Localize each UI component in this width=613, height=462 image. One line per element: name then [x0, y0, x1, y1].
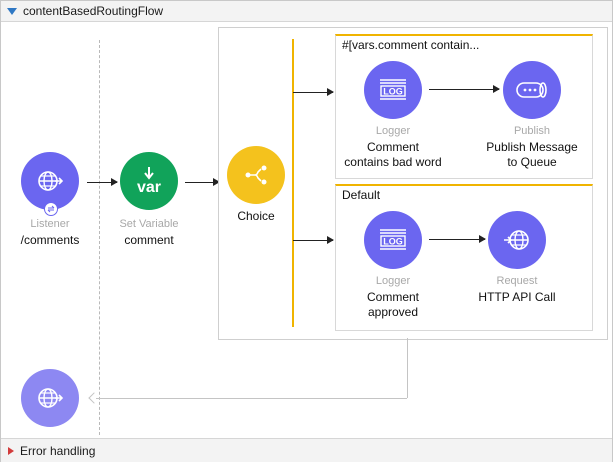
request-node[interactable]	[488, 211, 546, 269]
route-when[interactable]: #[vars.comment contain... LOG Logger Com…	[335, 34, 593, 179]
logger-node-1[interactable]: LOG	[364, 61, 422, 119]
expand-triangle-icon[interactable]	[8, 446, 14, 455]
logger-2-name-line2: approved	[367, 305, 419, 319]
logger-1-name-line1: Comment	[366, 140, 419, 154]
set-variable-node[interactable]: var	[120, 152, 178, 210]
publish-node[interactable]	[503, 61, 561, 119]
queue-icon	[516, 82, 547, 98]
route-arrow-when	[293, 88, 334, 96]
connector-arrow	[185, 178, 220, 186]
globe-icon	[504, 230, 529, 250]
source-badge-icon	[44, 202, 58, 216]
globe-icon	[38, 171, 64, 191]
listener-type: Listener	[30, 218, 70, 230]
logger-2-type: Logger	[375, 275, 411, 287]
connector-arrow	[87, 178, 118, 186]
route-default-label: Default	[342, 188, 381, 202]
response-node[interactable]	[21, 369, 79, 427]
flow-title: contentBasedRoutingFlow	[23, 4, 164, 18]
logger-1-name-line2: contains bad word	[344, 155, 442, 169]
connector-arrow	[429, 235, 486, 243]
choice-scope: Choice #[vars.comment contain... LOG Log…	[218, 27, 608, 340]
route-arrow-default	[293, 236, 334, 244]
error-handling-label: Error handling	[20, 443, 96, 458]
collapse-triangle-icon[interactable]	[7, 7, 17, 15]
choice-node[interactable]	[227, 146, 285, 204]
route-default[interactable]: Default LOG Logger Comment approved	[335, 184, 593, 331]
request-type: Request	[496, 275, 538, 287]
flow-canvas: Listener /comments var Set Variable comm…	[1, 22, 612, 437]
flow-header[interactable]: contentBasedRoutingFlow	[1, 1, 612, 22]
connector-arrow	[429, 85, 500, 93]
response-line	[96, 398, 407, 399]
set-variable-icon: var	[137, 166, 161, 196]
choice-rail	[292, 39, 294, 327]
svg-text:LOG: LOG	[383, 237, 403, 247]
logger-2-name-line1: Comment	[366, 290, 419, 304]
branch-icon	[245, 165, 267, 185]
svg-text:LOG: LOG	[383, 87, 403, 97]
choice-label: Choice	[237, 209, 275, 223]
publish-name-line1: Publish Message	[486, 140, 578, 154]
error-handling-bar[interactable]: Error handling	[1, 438, 612, 462]
publish-name-line2: to Queue	[507, 155, 557, 169]
publish-type: Publish	[513, 125, 551, 137]
globe-icon	[38, 388, 64, 408]
log-icon: LOG	[380, 79, 406, 100]
source-divider	[99, 40, 100, 435]
logger-node-2[interactable]: LOG	[364, 211, 422, 269]
set-variable-type: Set Variable	[119, 218, 179, 230]
set-variable-name: comment	[124, 233, 174, 247]
request-name: HTTP API Call	[478, 290, 556, 304]
response-line	[407, 338, 408, 398]
route-when-expression: #[vars.comment contain...	[342, 38, 480, 52]
listener-name: /comments	[20, 233, 80, 247]
log-icon: LOG	[380, 229, 406, 250]
logger-1-type: Logger	[375, 125, 411, 137]
listener-node[interactable]	[21, 152, 79, 210]
response-arrowhead	[88, 392, 100, 404]
